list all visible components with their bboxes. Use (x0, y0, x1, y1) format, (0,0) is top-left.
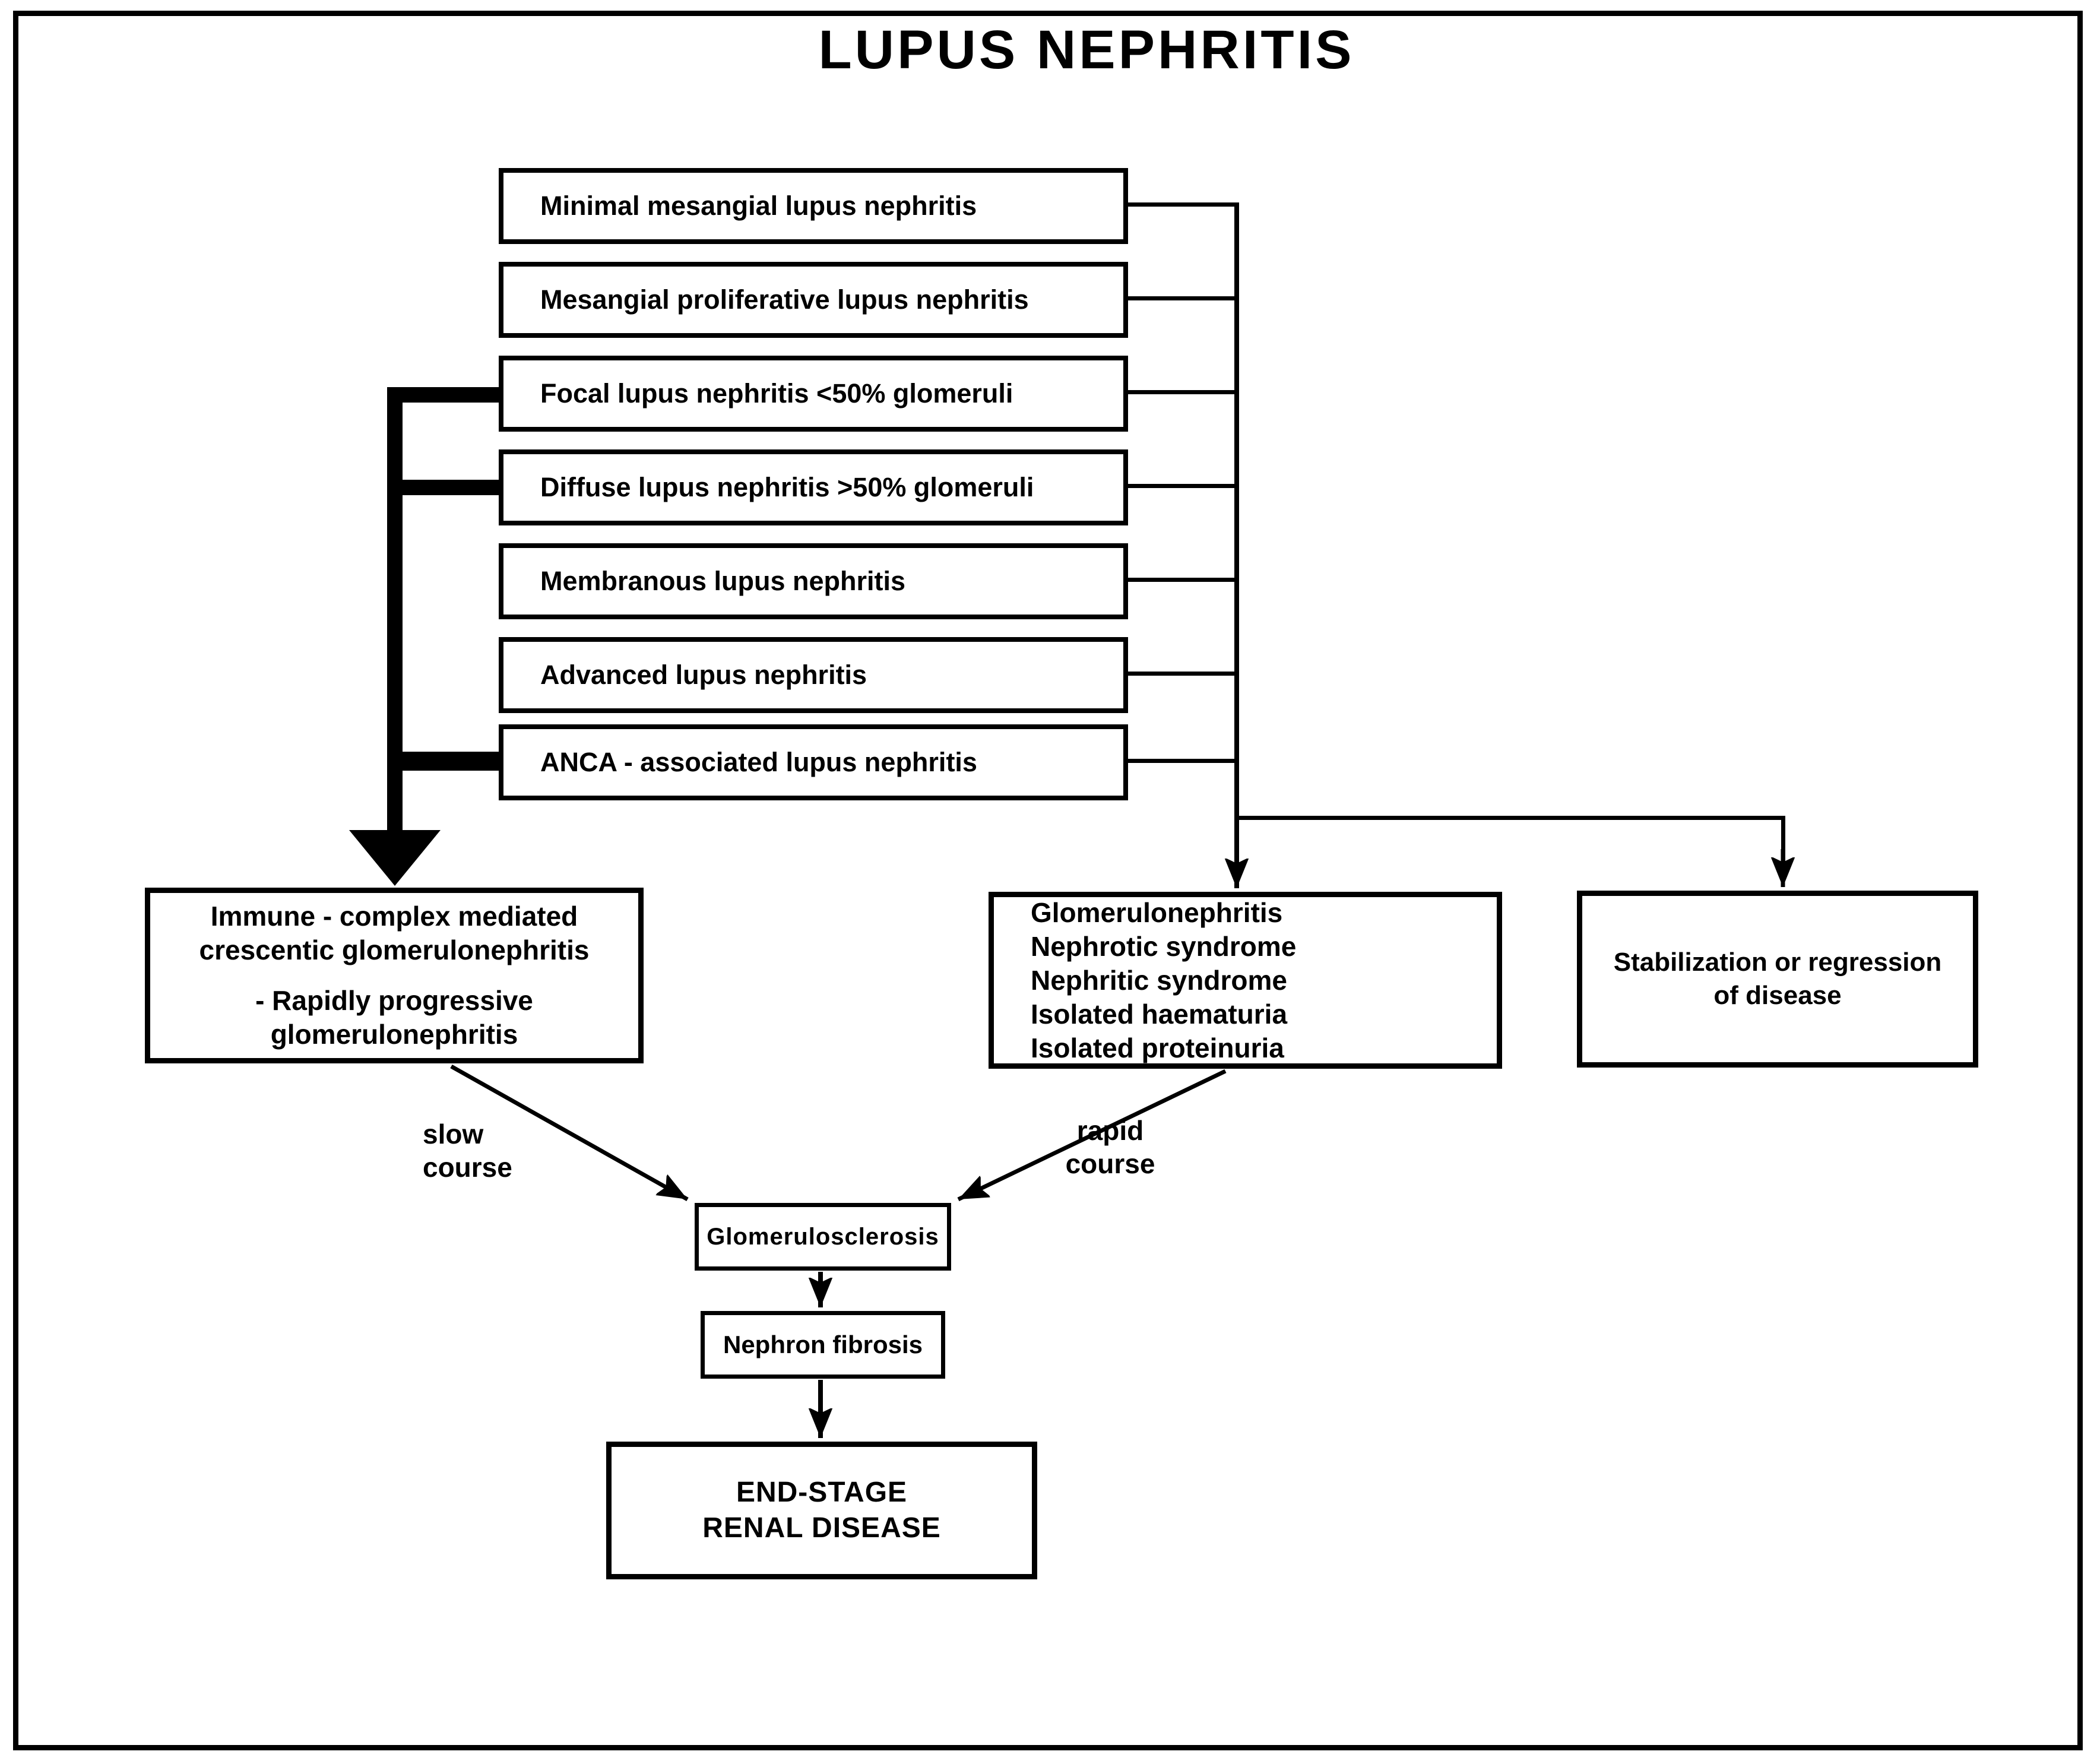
arrow-slow-course (450, 1064, 689, 1202)
nephron-fibrosis-box: Nephron fibrosis (701, 1311, 945, 1379)
end-stage-line-1: END-STAGE (736, 1477, 908, 1508)
outcome-box-crescentic-gn: Immune - complex mediated crescentic glo… (145, 888, 644, 1063)
outer-border (13, 11, 2083, 1750)
end-stage-line-2: RENAL DISEASE (702, 1512, 941, 1544)
outcome-box-clinical-syndromes: Glomerulonephritis Nephrotic syndrome Ne… (989, 892, 1502, 1069)
class-box-anca: ANCA - associated lupus nephritis (499, 724, 1128, 800)
crescentic-line-3: - Rapidly progressive (255, 985, 533, 1016)
end-stage-renal-disease-box: END-STAGE RENAL DISEASE (606, 1442, 1037, 1579)
slow-label-line-1: slow (423, 1119, 484, 1149)
nephron-fibrosis-label: Nephron fibrosis (723, 1331, 923, 1358)
class-box-focal: Focal lupus nephritis <50% glomeruli (499, 356, 1128, 432)
rapid-label-line-2: course (1065, 1148, 1155, 1179)
crescentic-line-2: crescentic glomerulonephritis (199, 935, 590, 965)
page-title: LUPUS NEPHRITIS (818, 20, 1355, 80)
outcome-box-stabilization: Stabilization or regression of disease (1577, 891, 1978, 1068)
stabilization-line-2: of disease (1713, 981, 1842, 1010)
class-box-label: Advanced lupus nephritis (540, 660, 867, 690)
crescentic-line-4: glomerulonephritis (270, 1019, 518, 1050)
class-box-label: Mesangial proliferative lupus nephritis (540, 284, 1029, 315)
class-box-minimal-mesangial: Minimal mesangial lupus nephritis (499, 168, 1128, 244)
glomerulosclerosis-box: Glomerulosclerosis (695, 1203, 951, 1271)
class-box-membranous: Membranous lupus nephritis (499, 543, 1128, 619)
clinical-line-2: Nephrotic syndrome (1031, 930, 1297, 962)
class-box-diffuse: Diffuse lupus nephritis >50% glomeruli (499, 449, 1128, 525)
stub-right-2 (1126, 296, 1238, 300)
clinical-line-3: Nephritic syndrome (1031, 964, 1287, 996)
rapid-label-line-1: rapid (1076, 1115, 1144, 1146)
thick-arrowhead (349, 830, 441, 886)
rapid-course-label: rapid course (1033, 1114, 1187, 1180)
class-box-label: Minimal mesangial lupus nephritis (540, 191, 977, 221)
class-box-label: Diffuse lupus nephritis >50% glomeruli (540, 472, 1034, 502)
class-box-label: Focal lupus nephritis <50% glomeruli (540, 378, 1013, 408)
slow-course-label: slow course (423, 1117, 601, 1184)
stub-right-4 (1126, 484, 1238, 488)
slow-label-line-2: course (423, 1152, 512, 1183)
thick-stub-focal (387, 387, 499, 403)
thick-stub-anca (387, 752, 499, 771)
thick-stub-diffuse (387, 480, 499, 495)
stabilization-line-1: Stabilization or regression (1613, 948, 1942, 977)
stub-right-1 (1126, 202, 1238, 207)
crescentic-line-1: Immune - complex mediated (210, 901, 578, 932)
stub-right-6 (1126, 672, 1238, 676)
clinical-line-5: Isolated proteinuria (1031, 1032, 1284, 1063)
class-box-mesangial-proliferative: Mesangial proliferative lupus nephritis (499, 262, 1128, 338)
stub-right-5 (1126, 578, 1238, 582)
stub-right-7 (1126, 759, 1238, 763)
stub-right-3 (1126, 390, 1238, 394)
arrow-rapid-course (957, 1069, 1227, 1202)
clinical-line-4: Isolated haematuria (1031, 998, 1288, 1030)
branch-vertical-line (1781, 816, 1785, 866)
branch-horizontal-line (1234, 816, 1785, 820)
clinical-line-1: Glomerulonephritis (1031, 897, 1283, 928)
class-box-advanced: Advanced lupus nephritis (499, 637, 1128, 713)
glomerulosclerosis-label: Glomerulosclerosis (707, 1223, 939, 1250)
class-box-label: ANCA - associated lupus nephritis (540, 747, 977, 777)
class-box-label: Membranous lupus nephritis (540, 566, 906, 596)
spine-vertical-line (1234, 202, 1239, 867)
